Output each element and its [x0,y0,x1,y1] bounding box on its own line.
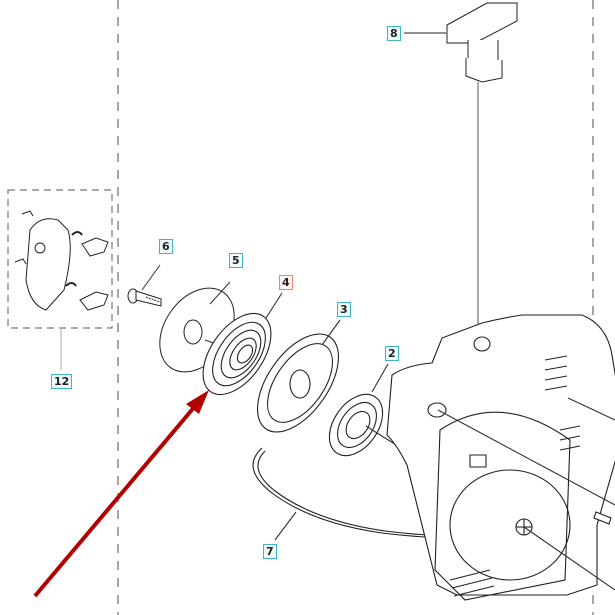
callout-7[interactable]: 7 [263,544,277,559]
pawl-kit-box [7,189,113,329]
callout-8[interactable]: 8 [387,26,401,41]
callout-5[interactable]: 5 [229,253,243,268]
callout-6[interactable]: 6 [159,239,173,254]
callout-12[interactable]: 12 [51,374,73,389]
callout-4[interactable]: 4 [279,275,293,290]
pawl-kit-drawing [14,210,109,311]
rope-pulley-drawing [257,319,341,433]
starter-housing-drawing [386,314,615,601]
recoil-spring-drawing [202,292,283,396]
callout-3[interactable]: 3 [337,302,351,317]
screw-drawing [127,264,162,307]
highlight-arrow [33,390,209,598]
callout-2[interactable]: 2 [385,346,399,361]
